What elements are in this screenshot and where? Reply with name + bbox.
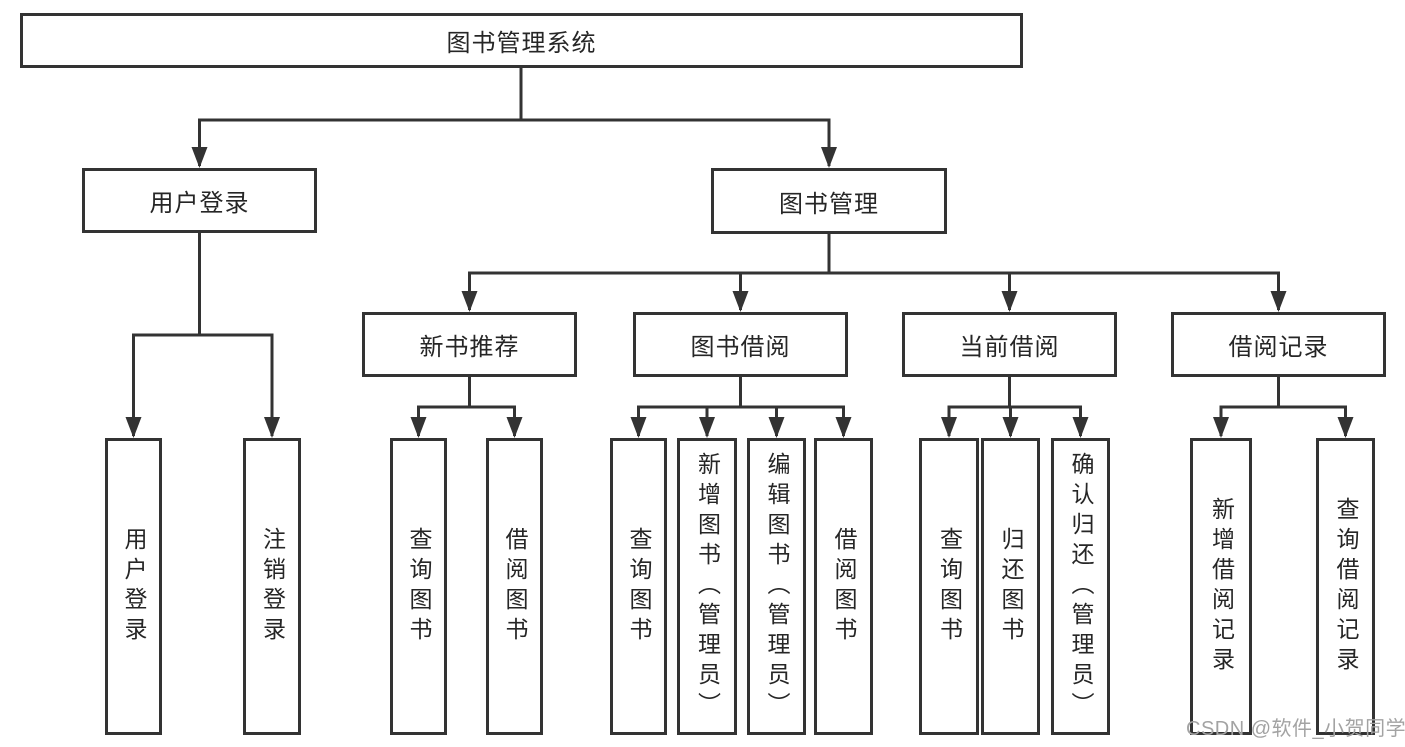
leaf-confirm-return-admin: 确认归还（管理员） bbox=[1051, 438, 1110, 735]
node-book-management: 图书管理 bbox=[711, 168, 947, 234]
leaf-query-books-recommend: 查询图书 bbox=[390, 438, 447, 735]
node-borrowing-records: 借阅记录 bbox=[1171, 312, 1386, 377]
leaf-label: 查询借阅记录 bbox=[1333, 496, 1359, 677]
leaf-query-borrow-record: 查询借阅记录 bbox=[1316, 438, 1375, 735]
leaf-label: 查询图书 bbox=[626, 526, 652, 647]
leaf-return-book: 归还图书 bbox=[981, 438, 1040, 735]
node-label: 图书管理 bbox=[779, 190, 879, 218]
leaf-borrow-books-recommend: 借阅图书 bbox=[486, 438, 543, 735]
node-label: 图书管理系统 bbox=[446, 30, 597, 57]
leaf-label: 查询图书 bbox=[406, 526, 432, 647]
node-label: 新书推荐 bbox=[419, 334, 520, 361]
leaf-label: 新增图书（管理员） bbox=[694, 451, 721, 722]
leaf-logout: 注销登录 bbox=[243, 438, 301, 735]
leaf-label: 查询图书 bbox=[936, 526, 963, 647]
node-label: 当前借阅 bbox=[959, 334, 1060, 361]
leaf-user-login: 用户登录 bbox=[105, 438, 162, 735]
node-library-management-system: 图书管理系统 bbox=[20, 13, 1023, 68]
node-book-borrowing: 图书借阅 bbox=[633, 312, 848, 377]
leaf-label: 用户登录 bbox=[121, 526, 147, 647]
node-label: 用户登录 bbox=[149, 190, 250, 217]
leaf-label: 注销登录 bbox=[259, 526, 286, 647]
leaf-query-books-borrow: 查询图书 bbox=[610, 438, 667, 735]
leaf-edit-book-admin: 编辑图书（管理员） bbox=[747, 438, 806, 735]
leaf-label: 归还图书 bbox=[998, 526, 1024, 647]
node-label: 图书借阅 bbox=[690, 334, 791, 361]
leaf-add-book-admin: 新增图书（管理员） bbox=[677, 438, 737, 735]
leaf-borrow-books-2: 借阅图书 bbox=[814, 438, 873, 735]
leaf-label: 确认归还（管理员） bbox=[1068, 451, 1094, 722]
node-label: 借阅记录 bbox=[1228, 334, 1329, 361]
node-current-borrowing: 当前借阅 bbox=[902, 312, 1117, 377]
leaf-label: 新增借阅记录 bbox=[1208, 496, 1235, 677]
csdn-watermark: CSDN @软件_小贺同学 bbox=[1186, 718, 1405, 740]
node-user-login: 用户登录 bbox=[82, 168, 317, 233]
leaf-label: 借阅图书 bbox=[831, 526, 857, 647]
node-new-book-recommendation: 新书推荐 bbox=[362, 312, 577, 377]
leaf-label: 编辑图书（管理员） bbox=[764, 451, 790, 722]
leaf-query-books-current: 查询图书 bbox=[919, 438, 979, 735]
leaf-add-borrow-record: 新增借阅记录 bbox=[1190, 438, 1252, 735]
leaf-label: 借阅图书 bbox=[502, 526, 528, 647]
